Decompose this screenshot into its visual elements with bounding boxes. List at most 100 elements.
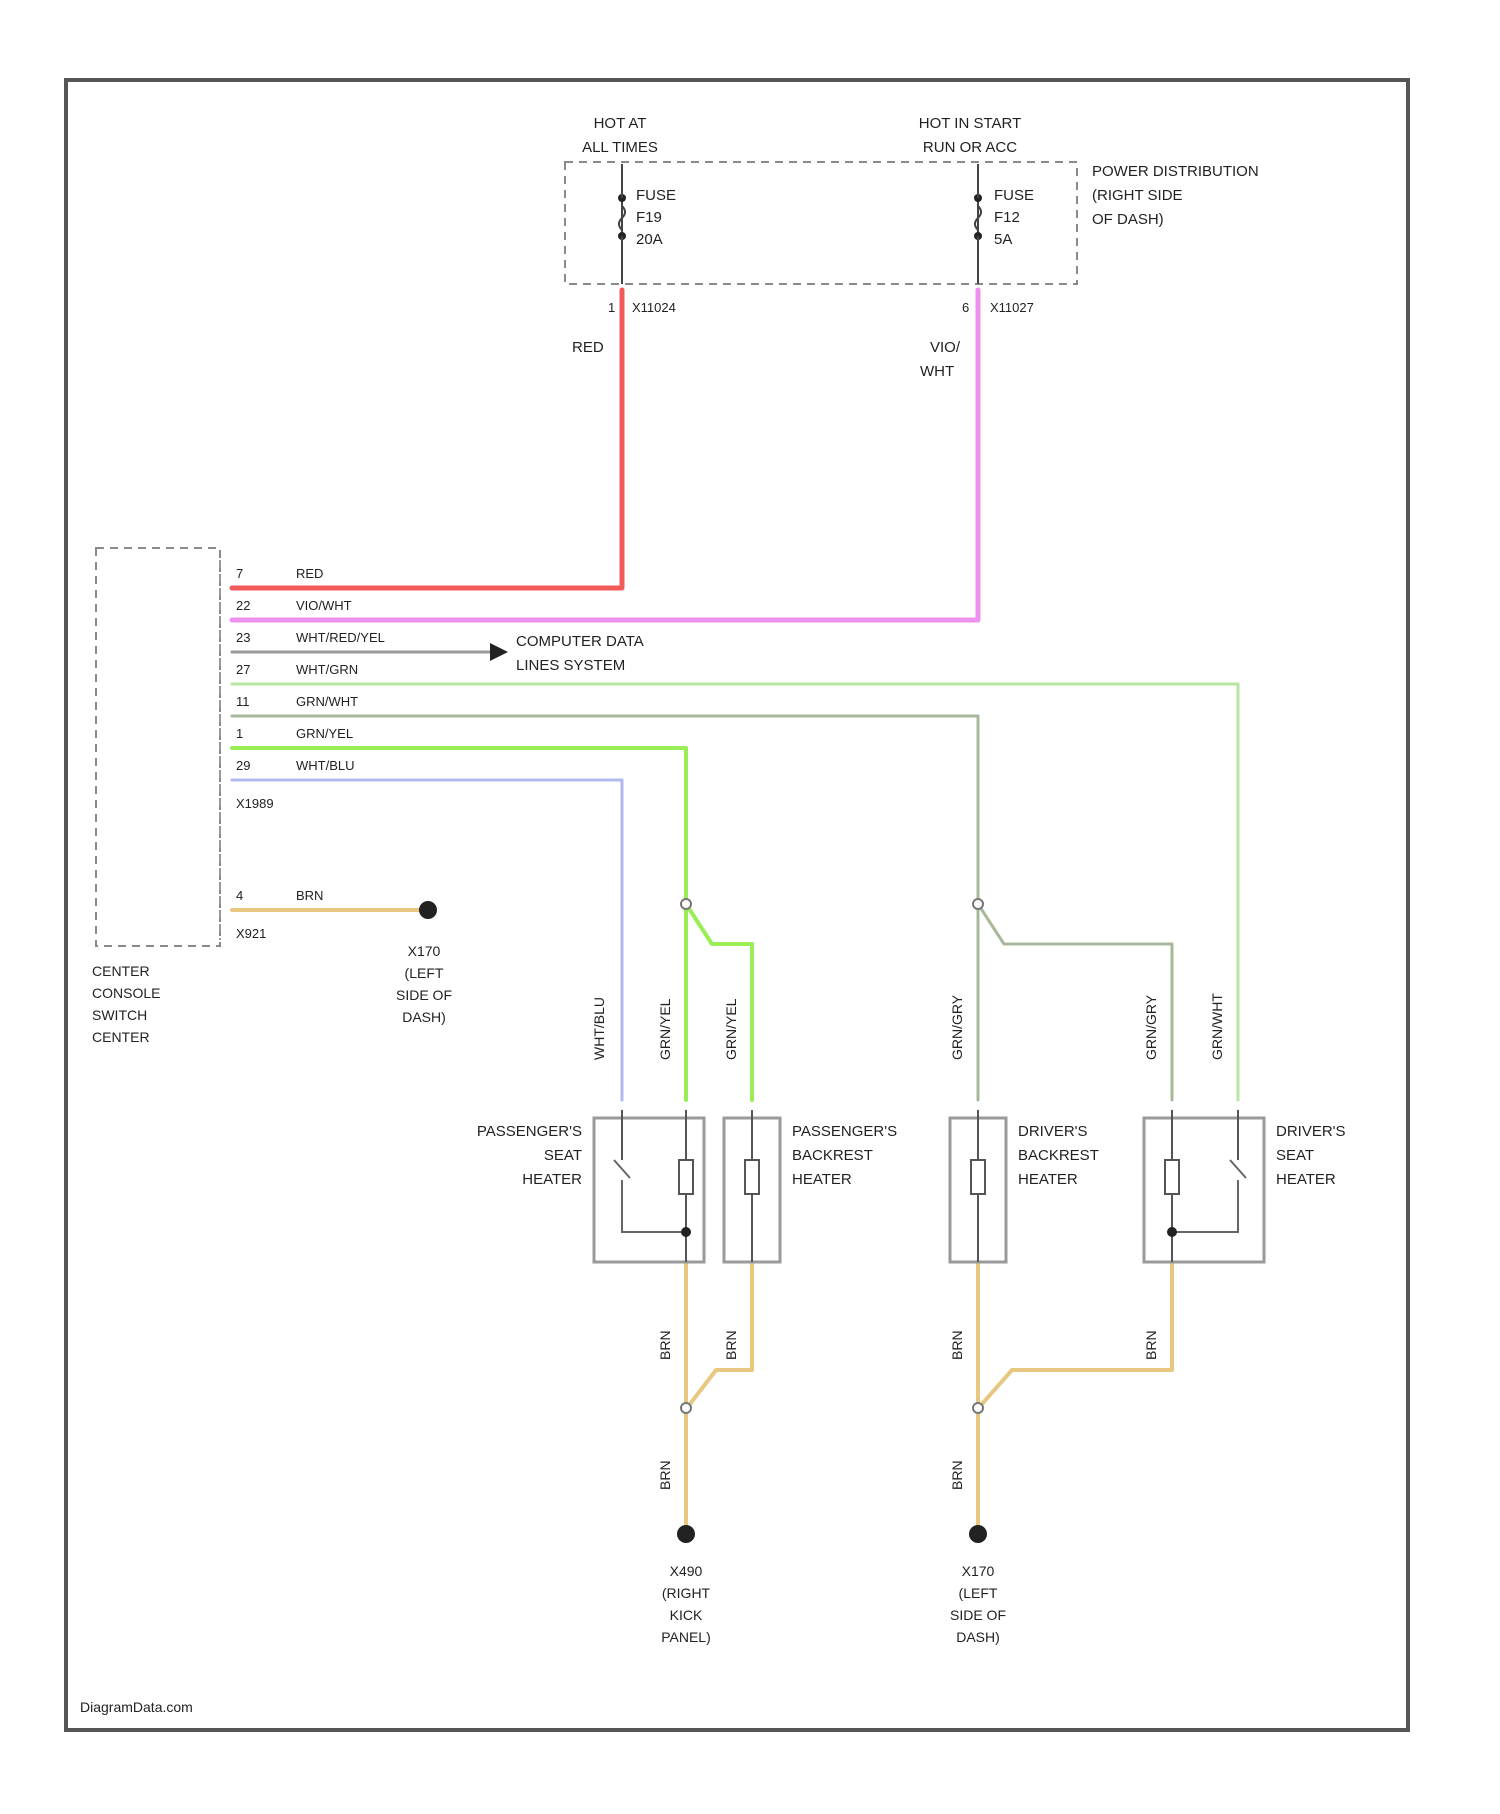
driver-backrest-label-line1: DRIVER'S [1018, 1123, 1088, 1140]
pin-right: 6 [962, 300, 969, 315]
fuse-left-line2: F19 [636, 209, 662, 226]
vlabel-brn-5: BRN [657, 1460, 673, 1490]
data-lines-label-line1: COMPUTER DATA [516, 633, 644, 650]
power-dist-label-line2: (RIGHT SIDE [1092, 187, 1183, 204]
power-distribution-box: HOT AT ALL TIMES HOT IN START RUN OR ACC… [565, 115, 1259, 315]
pin-27-wire: WHT/GRN [296, 662, 358, 677]
hot-at-all-times-line1: HOT AT [594, 115, 647, 132]
label-red: RED [572, 339, 604, 356]
vlabel-grn-wht: GRN/WHT [1209, 993, 1225, 1060]
splice-icon [973, 1403, 983, 1413]
center-console-switch: CENTER CONSOLE SWITCH CENTER X1989 X921 … [92, 548, 385, 1045]
vlabel-grn-yel-1: GRN/YEL [657, 998, 673, 1060]
switch-label-line4: CENTER [92, 1029, 150, 1045]
switch-pin-rows: 7 RED 22 VIO/WHT 23 WHT/RED/YEL 27 WHT/G… [236, 566, 385, 903]
fuse-right-line1: FUSE [994, 187, 1034, 204]
pin-11-wire: GRN/WHT [296, 694, 358, 709]
pin-22-wire: VIO/WHT [296, 598, 352, 613]
fuse-right-line3: 5A [994, 231, 1012, 248]
pin-27: 27 [236, 662, 250, 677]
vlabel-grn-yel-2: GRN/YEL [723, 998, 739, 1060]
driver-seat-label-line3: HEATER [1276, 1171, 1336, 1188]
pin-7-wire: RED [296, 566, 323, 581]
switch-label-line1: CENTER [92, 963, 150, 979]
splice-icon [681, 899, 691, 909]
passenger-seat-label-line3: HEATER [522, 1171, 582, 1188]
heating-element-icon [745, 1160, 759, 1194]
ground-x490-line1: X490 [670, 1563, 703, 1579]
driver-backrest-label-line2: BACKREST [1018, 1147, 1099, 1164]
connector-x11027: X11027 [990, 300, 1034, 315]
connector-x11024: X11024 [632, 300, 676, 315]
pin-23: 23 [236, 630, 250, 645]
power-dist-label-line1: POWER DISTRIBUTION [1092, 163, 1259, 180]
pin-4: 4 [236, 888, 243, 903]
vlabel-brn-3: BRN [949, 1330, 965, 1360]
pin-left: 1 [608, 300, 615, 315]
splice-icon [681, 1403, 691, 1413]
driver-seat-label-line2: SEAT [1276, 1147, 1314, 1164]
fuse-left-line3: 20A [636, 231, 663, 248]
passenger-backrest-label-line3: HEATER [792, 1171, 852, 1188]
driver-backrest-heater [950, 1110, 1006, 1262]
pin-23-wire: WHT/RED/YEL [296, 630, 385, 645]
wire-wht-blu [232, 780, 622, 1100]
pin-29: 29 [236, 758, 250, 773]
ground-x170-bottom-label: X170 (LEFT SIDE OF DASH) [950, 1563, 1006, 1645]
ground-x170-bottom-line2: (LEFT [959, 1585, 998, 1601]
wire-grn-yel-branch [686, 904, 752, 1100]
ground-x170-top-line4: DASH) [402, 1009, 446, 1025]
passenger-seat-heater [594, 1110, 704, 1262]
ground-x170-top-label: X170 (LEFT SIDE OF DASH) [396, 943, 452, 1025]
heating-element-icon [971, 1160, 985, 1194]
pin-29-wire: WHT/BLU [296, 758, 355, 773]
splice-icon [973, 899, 983, 909]
label-wht: WHT [920, 363, 954, 380]
pin-22: 22 [236, 598, 250, 613]
driver-seat-heater [1144, 1110, 1264, 1262]
ground-x170-top-line3: SIDE OF [396, 987, 452, 1003]
hot-at-all-times-line2: ALL TIMES [582, 139, 658, 156]
power-dist-label-line3: OF DASH) [1092, 211, 1164, 228]
data-lines-arrow-icon [490, 643, 508, 661]
connector-x1989: X1989 [236, 796, 274, 811]
ground-x170-top-line1: X170 [408, 943, 441, 959]
passenger-seat-label-line1: PASSENGER'S [477, 1123, 582, 1140]
vlabel-gry-grn-1: GRN/GRY [949, 994, 965, 1060]
passenger-backrest-heater [724, 1110, 780, 1262]
ground-x490-label: X490 (RIGHT KICK PANEL) [661, 1563, 711, 1645]
vlabel-brn-4: BRN [1143, 1330, 1159, 1360]
switch-label-line3: SWITCH [92, 1007, 147, 1023]
driver-seat-label-line1: DRIVER'S [1276, 1123, 1346, 1140]
passenger-seat-label-line2: SEAT [544, 1147, 582, 1164]
hot-in-start-line1: HOT IN START [919, 115, 1022, 132]
vlabel-wht-blu: WHT/BLU [591, 997, 607, 1060]
heating-element-icon [679, 1160, 693, 1194]
label-vio: VIO/ [930, 339, 961, 356]
ground-x490-line3: KICK [670, 1607, 703, 1623]
wire-red [232, 290, 622, 588]
wire-brn-passenger-backrest [690, 1262, 752, 1404]
ground-x170-top-line2: (LEFT [405, 965, 444, 981]
passenger-backrest-label-line2: BACKREST [792, 1147, 873, 1164]
fuse-right-line2: F12 [994, 209, 1020, 226]
hot-in-start-line2: RUN OR ACC [923, 139, 1017, 156]
wire-vio-wht [232, 290, 978, 620]
vlabel-brn-2: BRN [723, 1330, 739, 1360]
passenger-backrest-label-line1: PASSENGER'S [792, 1123, 897, 1140]
driver-backrest-label-line3: HEATER [1018, 1171, 1078, 1188]
connector-x921: X921 [236, 926, 266, 941]
ground-x170-top-icon [419, 901, 437, 919]
vlabel-brn-6: BRN [949, 1460, 965, 1490]
pin-1-wire: GRN/YEL [296, 726, 353, 741]
heating-element-icon [1165, 1160, 1179, 1194]
switch-label-line2: CONSOLE [92, 985, 160, 1001]
data-lines-label-line2: LINES SYSTEM [516, 657, 625, 674]
pin-1: 1 [236, 726, 243, 741]
pin-7: 7 [236, 566, 243, 581]
ground-x490-line4: PANEL) [661, 1629, 711, 1645]
ground-x170-bottom-line3: SIDE OF [950, 1607, 1006, 1623]
fuse-left-line1: FUSE [636, 187, 676, 204]
fuse-f12-icon [974, 164, 982, 284]
